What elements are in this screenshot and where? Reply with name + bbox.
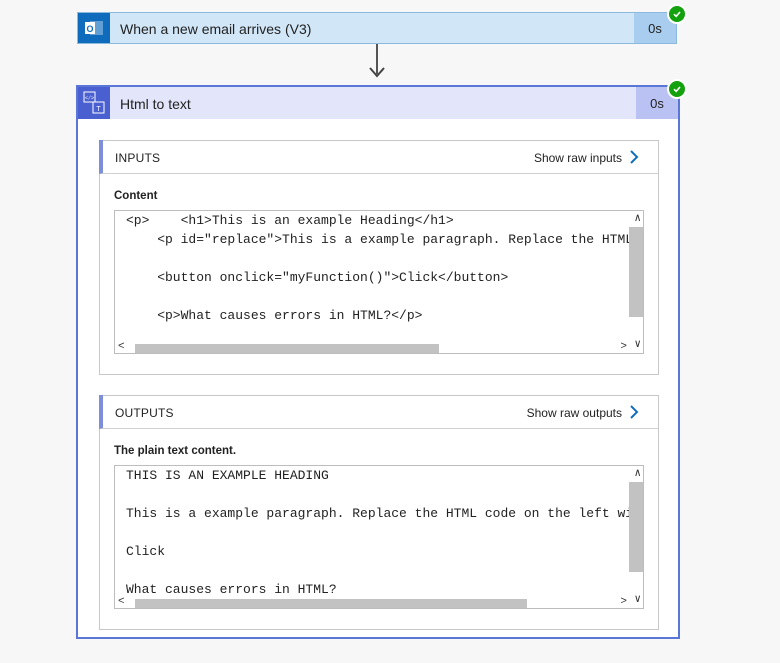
inputs-header: INPUTS Show raw inputs bbox=[99, 140, 658, 174]
arrow-down-icon bbox=[369, 67, 385, 78]
outputs-header: OUTPUTS Show raw outputs bbox=[99, 395, 658, 429]
show-raw-outputs-link[interactable]: Show raw outputs bbox=[526, 406, 622, 420]
scroll-up-icon[interactable]: ∧ bbox=[634, 213, 641, 225]
outputs-panel: OUTPUTS Show raw outputs The plain text … bbox=[99, 395, 659, 630]
inputs-label: INPUTS bbox=[115, 151, 161, 165]
scroll-right-icon[interactable]: > bbox=[620, 596, 627, 608]
code-line: <button onclick="myFunction()">Click</bu… bbox=[126, 270, 509, 285]
scroll-right-icon[interactable]: > bbox=[620, 341, 627, 353]
horizontal-scrollbar-thumb[interactable] bbox=[135, 599, 527, 608]
code-line: <p>What causes errors in HTML?</p> bbox=[126, 308, 423, 323]
inputs-panel: INPUTS Show raw inputs Content <p> <h1>T… bbox=[99, 140, 659, 375]
code-line: <p id="replace">This is a example paragr… bbox=[126, 232, 644, 247]
horizontal-scrollbar-thumb[interactable] bbox=[135, 344, 439, 353]
svg-text:</>: </> bbox=[85, 96, 94, 102]
output-line: THIS IS AN EXAMPLE HEADING bbox=[126, 468, 329, 483]
success-check-icon bbox=[667, 4, 687, 24]
plain-text-field-label: The plain text content. bbox=[114, 445, 237, 457]
output-line: This is a example paragraph. Replace the… bbox=[126, 506, 644, 521]
output-line: Click bbox=[126, 544, 166, 559]
scroll-down-icon[interactable]: ∨ bbox=[634, 594, 641, 606]
outputs-content-box[interactable]: THIS IS AN EXAMPLE HEADING This is a exa… bbox=[114, 465, 644, 609]
action-title: Html to text bbox=[120, 96, 191, 112]
html-to-text-icon: </> T bbox=[78, 87, 110, 119]
inputs-content-box[interactable]: <p> <h1>This is an example Heading</h1> … bbox=[114, 210, 644, 354]
vertical-scrollbar-thumb[interactable] bbox=[629, 482, 643, 572]
svg-text:O: O bbox=[86, 24, 93, 34]
content-field-label: Content bbox=[114, 190, 158, 202]
scroll-left-icon[interactable]: < bbox=[118, 341, 125, 353]
code-line: <p> <h1>This is an example Heading</h1> bbox=[126, 213, 454, 228]
scroll-down-icon[interactable]: ∨ bbox=[634, 339, 641, 351]
trigger-card[interactable]: O When a new email arrives (V3) 0s bbox=[77, 12, 677, 44]
chevron-right-icon[interactable] bbox=[628, 149, 640, 165]
vertical-scrollbar-thumb[interactable] bbox=[629, 227, 643, 317]
trigger-title: When a new email arrives (V3) bbox=[120, 21, 312, 37]
action-card: </> T Html to text 0s INPUTS Show raw in… bbox=[76, 85, 680, 639]
outlook-icon: O bbox=[78, 13, 110, 43]
show-raw-inputs-link[interactable]: Show raw inputs bbox=[533, 151, 622, 165]
outputs-label: OUTPUTS bbox=[115, 406, 174, 420]
output-line: What causes errors in HTML? bbox=[126, 582, 337, 597]
connector-line bbox=[376, 44, 378, 74]
action-header[interactable]: </> T Html to text 0s bbox=[78, 87, 678, 119]
svg-text:T: T bbox=[96, 106, 101, 113]
scroll-left-icon[interactable]: < bbox=[118, 596, 125, 608]
success-check-icon bbox=[667, 79, 687, 99]
chevron-right-icon[interactable] bbox=[628, 404, 640, 420]
scroll-up-icon[interactable]: ∧ bbox=[634, 468, 641, 480]
